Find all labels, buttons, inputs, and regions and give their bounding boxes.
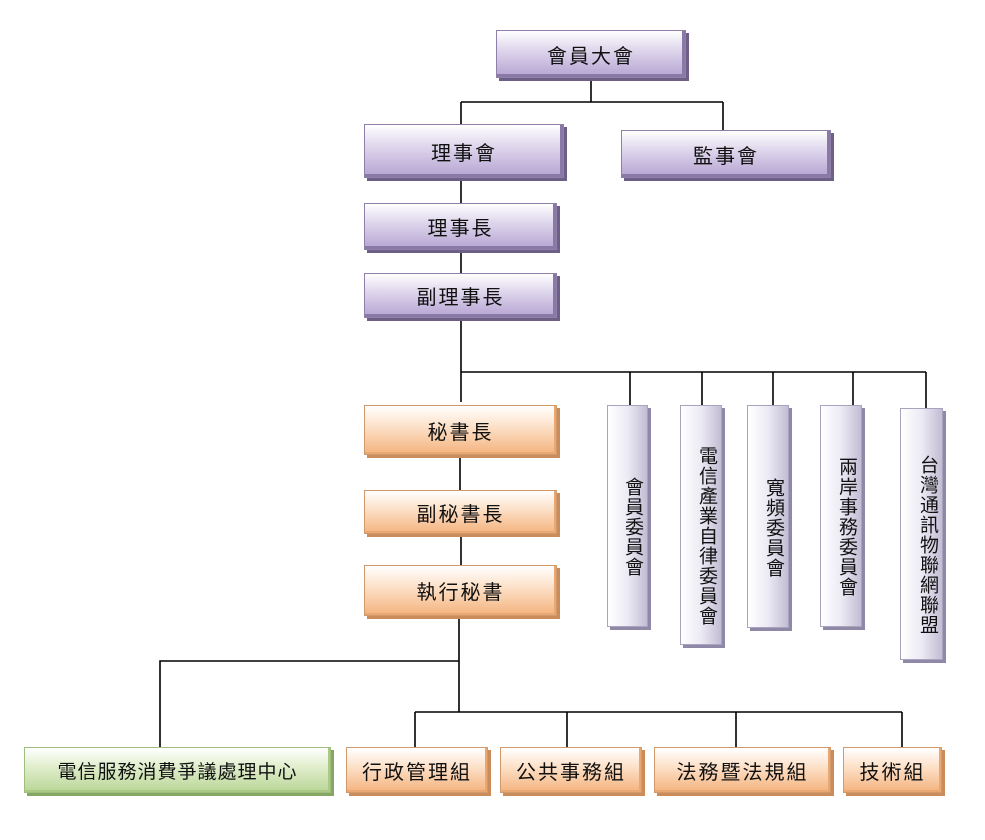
committee-broadband: 寬頻委員會 xyxy=(747,405,789,628)
committee-taiwan-iot-alliance: 台灣通訊物聯網聯盟 xyxy=(900,408,943,660)
connector-committees xyxy=(461,371,927,408)
connector-dispute-center xyxy=(159,660,459,747)
node-executive-secretary: 執行秘書 xyxy=(364,565,557,616)
group-legal-regulatory: 法務暨法規組 xyxy=(654,747,831,793)
group-administration: 行政管理組 xyxy=(346,747,488,793)
committee-cross-strait-affairs: 兩岸事務委員會 xyxy=(820,405,862,627)
connector-groups xyxy=(414,711,903,747)
node-board-of-directors: 理事會 xyxy=(364,124,564,178)
node-general-assembly: 會員大會 xyxy=(496,30,686,78)
node-dispute-center: 電信服務消費爭議處理中心 xyxy=(24,747,331,793)
node-vice-chairman: 副理事長 xyxy=(364,273,557,318)
node-board-of-supervisors: 監事會 xyxy=(621,130,831,178)
node-deputy-secretary-general: 副秘書長 xyxy=(364,490,557,534)
committee-membership: 會員委員會 xyxy=(607,405,648,627)
committee-telecom-self-regulation: 電信產業自律委員會 xyxy=(680,405,722,645)
node-chairman: 理事長 xyxy=(364,203,557,250)
group-technical: 技術組 xyxy=(843,747,942,793)
connector-assembly-to-boards xyxy=(460,78,724,130)
node-secretary-general: 秘書長 xyxy=(364,405,557,455)
connector-secretary-chain xyxy=(458,455,462,712)
group-public-affairs: 公共事務組 xyxy=(500,747,642,793)
